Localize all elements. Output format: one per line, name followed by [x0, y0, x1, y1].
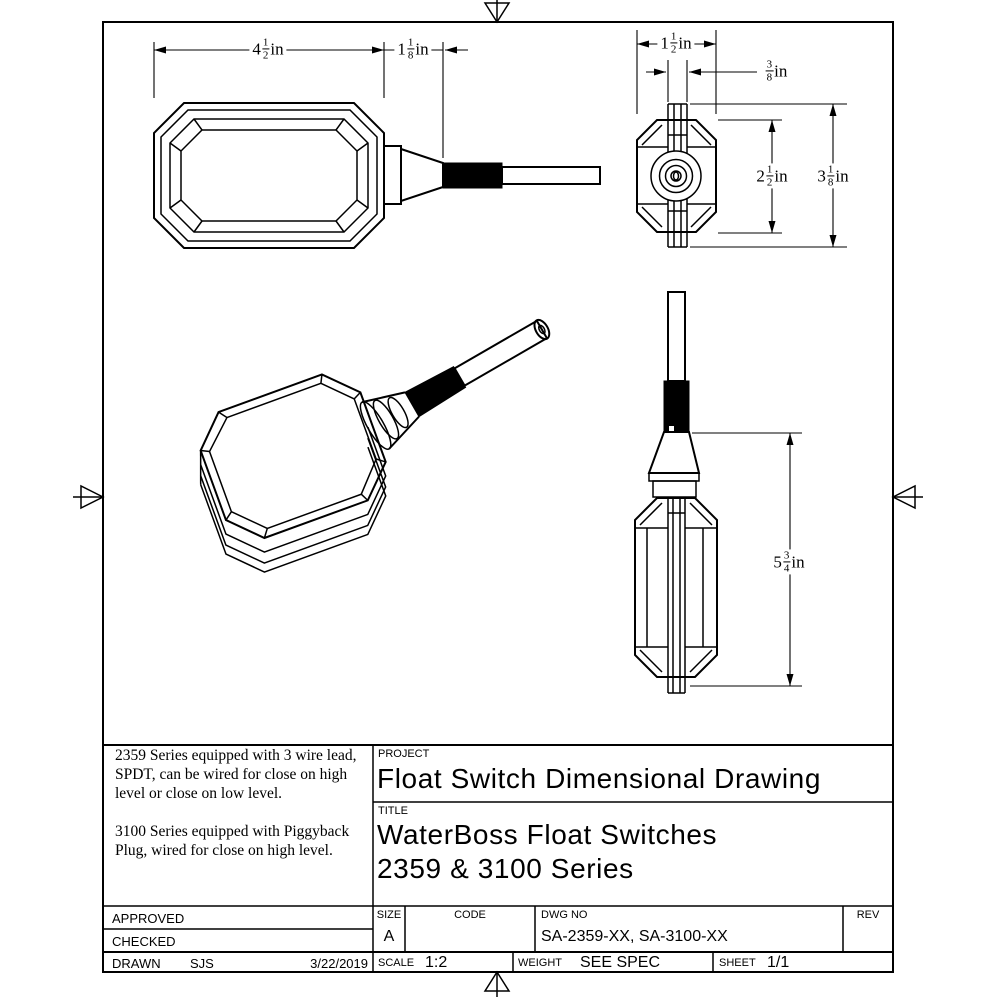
sheet-label: SHEET: [719, 957, 756, 969]
approved-label: APPROVED: [112, 911, 185, 926]
title-value-line2: 2359 & 3100 Series: [377, 853, 634, 884]
view-top-horizontal-float: [153, 102, 601, 249]
view-isometric-cable: [359, 318, 551, 450]
view-end: [636, 103, 717, 248]
scale-label: SCALE: [378, 957, 415, 969]
dwg-no-label: DWG NO: [541, 909, 588, 921]
view-isometric-body: [199, 373, 387, 573]
size-label: SIZE: [376, 909, 402, 921]
notes-block: 2359 Series equipped with 3 wire lead, S…: [115, 747, 367, 880]
dwg-no-value: SA-2359-XX, SA-3100-XX: [541, 928, 728, 945]
scale-value: 1:2: [425, 954, 448, 971]
centering-mark-right: [891, 484, 923, 510]
sheet-value: 1/1: [767, 954, 790, 971]
checked-label: CHECKED: [112, 934, 176, 949]
drawn-label: DRAWN: [112, 956, 161, 971]
note-2359-series: 2359 Series equipped with 3 wire lead, S…: [115, 747, 357, 802]
title-value-line1: WaterBoss Float Switches: [377, 819, 718, 850]
note-3100-series: 3100 Series equipped with Piggyback Plug…: [115, 822, 350, 859]
title-label: TITLE: [378, 805, 408, 817]
weight-label: WEIGHT: [518, 957, 562, 969]
view-vertical-float: [634, 291, 718, 694]
title-block-grid: [103, 744, 893, 972]
centering-mark-left: [73, 484, 105, 510]
code-label: CODE: [454, 909, 486, 921]
project-value: Float Switch Dimensional Drawing: [377, 763, 822, 794]
drawn-by-value: SJS: [190, 956, 214, 971]
drawn-date-value: 3/22/2019: [310, 956, 368, 971]
centering-mark-bottom: [483, 970, 511, 997]
centering-mark-top: [483, 0, 511, 24]
rev-label: REV: [856, 909, 880, 921]
size-value: A: [383, 928, 395, 945]
weight-value: SEE SPEC: [580, 954, 661, 971]
project-label: PROJECT: [378, 748, 430, 760]
